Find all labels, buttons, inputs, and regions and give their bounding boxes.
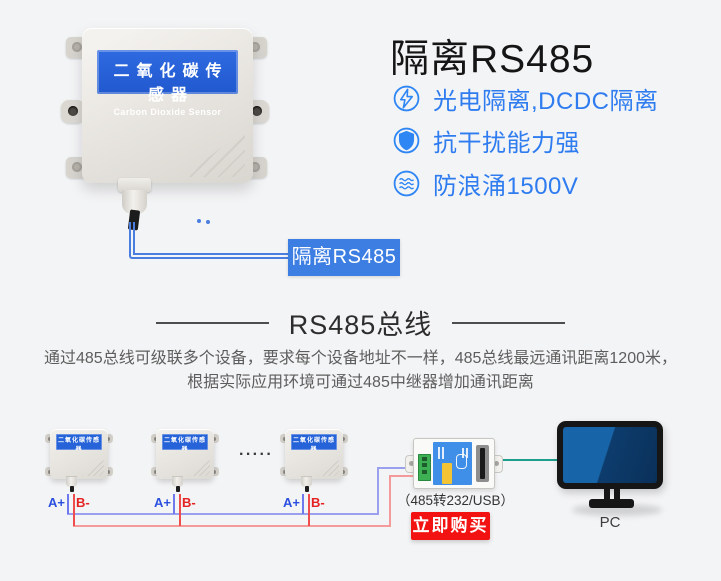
feature-label: 光电隔离,DCDC隔离 (433, 88, 659, 115)
sensor3-wire-b (308, 494, 310, 526)
sensor1-wire-b (73, 494, 75, 526)
terminal-b-minus: B- (311, 495, 325, 510)
co2-sensor-photo: 二氧化碳传感器 Carbon Dioxide Sensor (58, 24, 270, 239)
bus-line-a-to-converter (377, 467, 419, 469)
screw-icon (250, 42, 260, 52)
feature-anti-interference: 抗干扰能力强 (393, 123, 580, 158)
warning-sticker (442, 463, 452, 484)
cable-gland (301, 477, 312, 487)
mount-tab (209, 467, 219, 476)
more-devices-ellipsis: ····· (239, 446, 274, 463)
terminal-a-plus: A+ (48, 495, 65, 510)
sensor-nameplate: 二氧化碳传感器 Carbon Dioxide Sensor (56, 434, 102, 450)
pc-monitor (557, 421, 663, 489)
sensor-name-cn: 二氧化碳传感器 (57, 438, 100, 450)
sensor-enclosure: 二氧化碳传感器 Carbon Dioxide Sensor (82, 28, 253, 183)
cable-gland (66, 477, 77, 487)
feature-optical-isolation: 光电隔离,DCDC隔离 (393, 81, 659, 116)
shield-icon (393, 127, 420, 154)
converter-caption: （485转232/USB） (397, 493, 515, 508)
sensor2-wire-b (179, 494, 181, 526)
mount-ear (61, 100, 85, 123)
bus-line-a (67, 513, 378, 515)
sensor-nameplate: 二氧化碳传感器 Carbon Dioxide Sensor (291, 434, 337, 450)
heading-rule-right (452, 321, 566, 324)
heading-rule-left (155, 321, 269, 324)
sensor-name-en: Carbon Dioxide Sensor (113, 107, 222, 117)
rs485-converter (405, 437, 503, 489)
screw-icon (250, 162, 260, 172)
converter-sticker (433, 442, 472, 485)
mount-tab (338, 467, 348, 476)
mount-tab (209, 434, 219, 443)
terminal-a-plus: A+ (283, 495, 300, 510)
sensor-nameplate: 二氧化碳传感器 Carbon Dioxide Sensor (97, 50, 238, 117)
monitor-base (589, 499, 634, 508)
feature-label: 抗干扰能力强 (433, 130, 580, 157)
feature-label: 防浪涌1500V (433, 173, 579, 200)
lightning-icon (393, 85, 420, 112)
cable-gland (118, 178, 151, 192)
converter-board (413, 438, 495, 489)
terminal-b-minus: B- (182, 495, 196, 510)
buy-now-button[interactable]: 立即购买 (411, 512, 490, 540)
vent-stripes (183, 129, 245, 177)
monitor-leg (604, 488, 610, 501)
sensor-cable (69, 486, 74, 492)
terminal-b-minus: B- (76, 495, 90, 510)
cable-gland (172, 477, 183, 487)
screw-icon (72, 162, 82, 172)
bus-section-title: RS485总线 (288, 310, 433, 340)
pc-label: PC (599, 514, 621, 531)
sensor3-wire-a (302, 494, 304, 514)
mount-hole (252, 106, 262, 116)
bus-line-a-riser (377, 467, 379, 515)
db9-connector (476, 445, 489, 482)
diagram-sensor-2: 二氧化碳传感器 Carbon Dioxide Sensor (150, 426, 220, 492)
sensor-name-cn: 二氧化碳传感器 (163, 438, 206, 450)
sensor-enclosure: 二氧化碳传感器 Carbon Dioxide Sensor (285, 429, 343, 479)
bus-line-b-riser (389, 475, 391, 527)
sensor2-wire-a (173, 494, 175, 514)
cable-dot (206, 220, 210, 224)
page-title: 隔离RS485 (390, 38, 595, 81)
cable-dot (197, 219, 201, 223)
sensor1-wire-a (67, 494, 69, 514)
terminal-a-plus: A+ (154, 495, 171, 510)
terminal-block (418, 454, 431, 481)
mount-tab (103, 467, 113, 476)
bus-line-b (73, 525, 391, 527)
sensor-cable (304, 486, 309, 492)
surge-waves-icon (393, 170, 420, 197)
monitor-screen (563, 427, 657, 483)
bus-line-b-to-converter (389, 475, 419, 477)
bus-description: 通过485总线可级联多个设备，要求每个设备地址不一样，485总线最远通讯距离12… (0, 347, 721, 395)
vent-stripes (188, 460, 210, 476)
rs485-cable (129, 222, 288, 259)
bus-description-line1: 通过485总线可级联多个设备，要求每个设备地址不一样，485总线最远通讯距离12… (44, 350, 677, 367)
bus-section-heading: RS485总线 (0, 303, 721, 342)
converter-to-pc-wire (497, 459, 559, 461)
mount-tab (103, 434, 113, 443)
sensor-name-cn: 二氧化碳传感器 (113, 63, 229, 104)
sensor-nameplate: 二氧化碳传感器 Carbon Dioxide Sensor (162, 434, 208, 450)
vent-stripes (82, 460, 104, 476)
feature-surge-protection: 防浪涌1500V (393, 166, 578, 201)
usb-port-mark (456, 454, 467, 469)
diagram-sensor-1: 二氧化碳传感器 Carbon Dioxide Sensor (44, 426, 114, 492)
diagram-sensor-3: 二氧化碳传感器 Carbon Dioxide Sensor (279, 426, 349, 492)
isolated-rs485-tag: 隔离RS485 (288, 239, 400, 276)
sensor-name-cn: 二氧化碳传感器 (292, 438, 335, 450)
vent-stripes (317, 460, 339, 476)
monitor-leg (614, 488, 620, 501)
sensor-cable (175, 486, 180, 492)
sensor-enclosure: 二氧化碳传感器 Carbon Dioxide Sensor (50, 429, 108, 479)
screw-icon (72, 42, 82, 52)
mount-tab (338, 434, 348, 443)
sensor-enclosure: 二氧化碳传感器 Carbon Dioxide Sensor (156, 429, 214, 479)
bus-description-line2: 根据实际应用环境可通过485中继器增加通讯距离 (187, 374, 534, 391)
mount-hole (68, 106, 78, 116)
